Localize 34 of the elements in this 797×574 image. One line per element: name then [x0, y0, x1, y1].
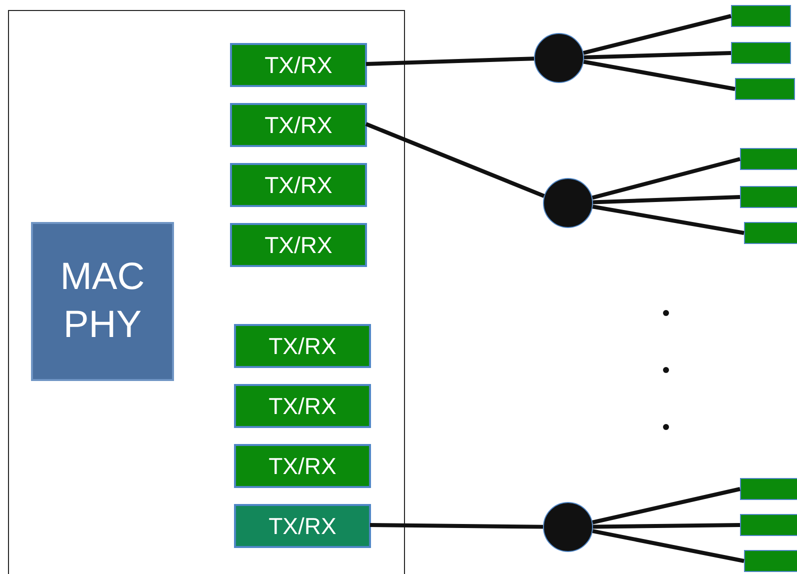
- splitter-node: [534, 33, 584, 83]
- terminal-bar: [731, 42, 791, 64]
- connector-line: [592, 529, 744, 563]
- connector-line: [582, 14, 732, 55]
- transceiver-box: TX/RX: [234, 444, 371, 488]
- transceiver-box: TX/RX: [230, 223, 367, 267]
- mac-phy-box: MAC PHY: [31, 222, 174, 381]
- terminal-bar: [740, 478, 797, 500]
- terminal-bar: [744, 222, 797, 244]
- terminal-bar: [735, 78, 795, 100]
- connector-line: [584, 51, 732, 60]
- connector-line: [370, 523, 544, 529]
- terminal-bar: [731, 5, 791, 27]
- transceiver-box: TX/RX: [234, 504, 371, 548]
- connector-line: [592, 157, 740, 200]
- terminal-bar: [740, 186, 797, 208]
- transceiver-box: TX/RX: [230, 103, 367, 147]
- connector-line: [366, 56, 534, 66]
- terminal-bar: [744, 550, 797, 572]
- transceiver-box: TX/RX: [234, 384, 371, 428]
- terminal-bar: [740, 148, 797, 170]
- connector-line: [592, 204, 744, 235]
- connector-line: [592, 523, 740, 529]
- connector-line: [583, 60, 736, 91]
- transceiver-box: TX/RX: [230, 163, 367, 207]
- device-frame: [8, 10, 405, 574]
- splitter-node: [543, 178, 593, 228]
- terminal-bar: [740, 514, 797, 536]
- transceiver-box: TX/RX: [230, 43, 367, 87]
- transceiver-box: TX/RX: [234, 324, 371, 368]
- connector-line: [592, 195, 740, 204]
- connector-line: [365, 122, 545, 198]
- connector-line: [592, 487, 740, 524]
- splitter-node: [543, 502, 593, 552]
